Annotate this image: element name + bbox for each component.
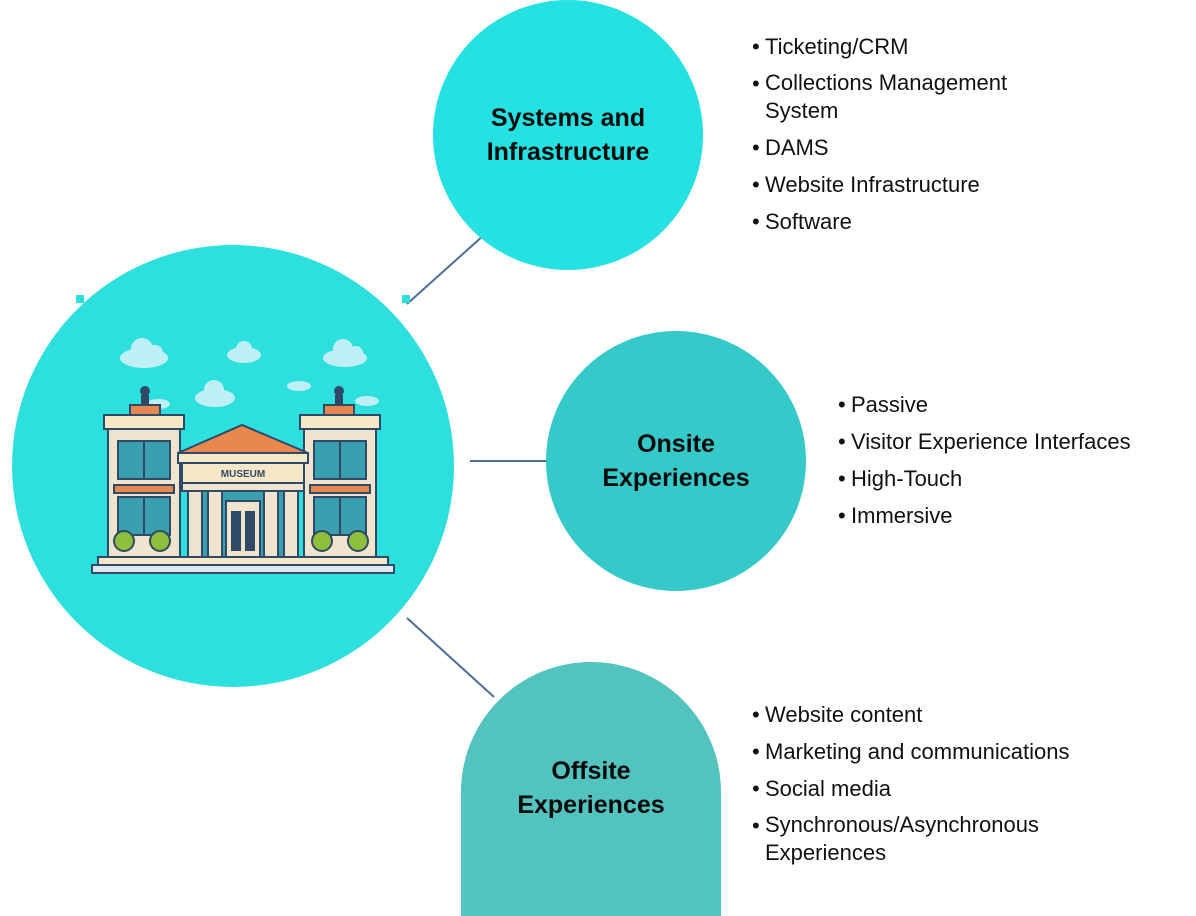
list-item: •Software <box>752 209 852 234</box>
list-item: •Social media <box>752 776 891 801</box>
list-item: •Ticketing/CRM <box>752 34 909 59</box>
list-item: •Visitor Experience Interfaces <box>838 429 1131 454</box>
offsite-experiences-list: •Website content •Marketing and communic… <box>752 696 1192 867</box>
museum-building-icon: MUSEUM <box>12 245 454 687</box>
onsite-experiences-list: •Passive •Visitor Experience Interfaces … <box>838 386 1196 534</box>
onsite-experiences-node: Onsite Experiences <box>546 331 806 591</box>
list-item: •Website content <box>752 702 923 727</box>
offsite-experiences-node: Offsite Experiences <box>461 662 721 916</box>
list-item: •DAMS <box>752 135 829 160</box>
list-item: •Passive <box>838 392 929 417</box>
list-item: •High-Touch <box>838 466 963 491</box>
connector-systems <box>406 225 495 305</box>
offsite-experiences-label: Offsite Experiences <box>517 757 665 819</box>
systems-infrastructure-list: •Ticketing/CRM •Collections Management S… <box>752 28 1082 240</box>
systems-infrastructure-label: Systems and Infrastructure <box>486 104 650 166</box>
list-item: •Synchronous/Asynchronous Experiences <box>752 812 1039 865</box>
list-item: •Immersive <box>838 503 953 528</box>
list-item: •Collections Management System <box>752 70 1008 123</box>
museum-sign: MUSEUM <box>221 469 265 480</box>
list-item: •Website Infrastructure <box>752 172 980 197</box>
onsite-experiences-label: Onsite Experiences <box>602 430 750 492</box>
connector-offsite <box>406 617 495 698</box>
cloud-icon <box>120 338 379 409</box>
list-item: •Marketing and communications <box>752 739 1070 764</box>
hub-circle: MUSEUM <box>12 245 454 687</box>
systems-infrastructure-node: Systems and Infrastructure <box>433 0 703 270</box>
